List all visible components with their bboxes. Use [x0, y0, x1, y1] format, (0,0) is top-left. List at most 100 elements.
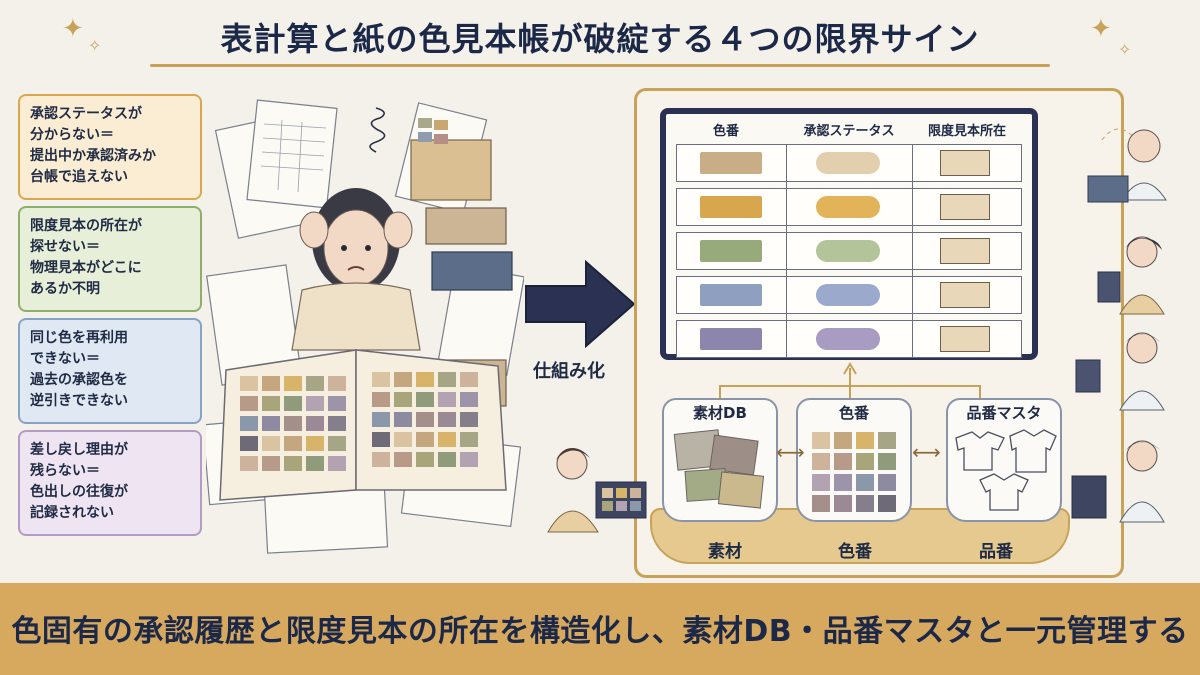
book-swatch [240, 396, 258, 411]
color-swatch [700, 284, 762, 306]
sparkle-icon: ✧ [1118, 40, 1132, 59]
storage-box-icon [940, 326, 990, 352]
book-swatch [262, 376, 280, 391]
book-swatch [394, 452, 412, 467]
arrow-label: 仕組み化 [533, 361, 605, 382]
palette-swatch [878, 495, 896, 512]
book-swatch [438, 452, 456, 467]
book-swatch [284, 436, 302, 451]
table-divider [912, 144, 913, 358]
palette-swatch [856, 474, 874, 491]
sign-text: 色出しの往復が [30, 484, 128, 500]
book-swatch [328, 436, 346, 451]
book-swatch [284, 396, 302, 411]
palette-swatch [834, 495, 852, 512]
book-swatch [328, 416, 346, 431]
storage-box-icon [940, 238, 990, 264]
fabric-swatches-icon [673, 429, 765, 509]
palette-swatch [834, 474, 852, 491]
palette-swatch [856, 495, 874, 512]
palette-swatch [856, 453, 874, 470]
bidirectional-arrow-icon: ⟷ [776, 440, 805, 464]
summary-banner [0, 583, 1200, 675]
palette-swatch [812, 495, 830, 512]
table-header-color-number: 色番 [712, 124, 739, 139]
book-swatch [372, 412, 390, 427]
sign-card-approval-status: 承認ステータスが 分からない＝ 提出中か承認済みか 台帳で追えない [18, 94, 202, 200]
palette-swatch [878, 453, 896, 470]
sign-text: 逆引きできない [30, 393, 128, 409]
sign-text: 同じ色を再利用 [30, 330, 128, 346]
book-swatch [306, 456, 324, 471]
status-pill [816, 152, 880, 174]
status-pill [816, 328, 880, 350]
book-swatch [240, 376, 258, 391]
person-laptop-icon [547, 448, 647, 533]
sign-card-sample-location: 限度見本の所在が 探せない＝ 物理見本がどこに あるか不明 [18, 206, 202, 312]
book-swatch [460, 412, 478, 427]
storage-box-icon [940, 282, 990, 308]
person-tablet-icon [1075, 332, 1165, 411]
book-swatch [240, 436, 258, 451]
book-swatch [460, 372, 478, 387]
sign-text: 提出中か承認済みか [30, 148, 156, 164]
book-swatch [262, 396, 280, 411]
db-label-product-master: 品番マスタ [966, 404, 1042, 422]
book-swatch [416, 392, 434, 407]
sign-text: 記録されない [30, 505, 114, 521]
book-swatch [240, 456, 258, 471]
status-pill [816, 196, 880, 218]
book-swatch [306, 376, 324, 391]
book-swatch [460, 452, 478, 467]
book-swatch [372, 392, 390, 407]
sparkle-icon: ✦ [1090, 14, 1112, 44]
book-swatch [262, 416, 280, 431]
book-swatch [416, 412, 434, 427]
book-swatch [394, 372, 412, 387]
platform-label-color: 色番 [838, 542, 872, 562]
sign-text: 過去の承認色を [30, 372, 128, 388]
color-palette-grid [812, 432, 896, 512]
laptop-swatch [602, 501, 613, 511]
sign-text: 物理見本がどこに [30, 260, 142, 276]
platform-label-material: 素材 [708, 542, 742, 562]
transform-arrow-icon [525, 259, 636, 349]
color-swatch [700, 328, 762, 350]
sign-text: 分からない＝ [30, 127, 114, 143]
sparkle-icon: ✧ [88, 36, 102, 55]
book-swatch [416, 452, 434, 467]
summary-banner-text: 色固有の承認履歴と限度見本の所在を構造化し、素材DB・品番マスタと一元管理する [11, 614, 1189, 649]
color-swatch [700, 196, 762, 218]
book-swatch [306, 396, 324, 411]
title-underline [150, 64, 1050, 67]
book-swatch [394, 432, 412, 447]
color-swatch [700, 240, 762, 262]
db-label-material: 素材DB [693, 404, 747, 422]
laptop-swatch [602, 488, 613, 498]
sign-text: あるか不明 [30, 281, 100, 297]
person-laptop-icon [1087, 128, 1167, 203]
book-swatch [416, 372, 434, 387]
book-swatch [328, 396, 346, 411]
sign-text: 残らない＝ [30, 463, 100, 479]
garment-icons [955, 429, 1057, 511]
book-swatch [394, 412, 412, 427]
book-swatch [460, 392, 478, 407]
book-swatch [372, 372, 390, 387]
book-swatch [328, 456, 346, 471]
book-swatch [240, 416, 258, 431]
chaos-illustration [206, 99, 524, 554]
sign-text: 限度見本の所在が [30, 218, 142, 234]
palette-swatch [812, 432, 830, 449]
storage-box-icon [940, 194, 990, 220]
color-swatch [700, 152, 762, 174]
palette-swatch [834, 453, 852, 470]
book-swatch [416, 432, 434, 447]
person-tablet-icon [1071, 440, 1165, 523]
connector-lines [719, 362, 981, 402]
book-swatch [284, 376, 302, 391]
book-swatch [284, 416, 302, 431]
storage-box-icon [940, 150, 990, 176]
table-header-sample-location: 限度見本所在 [927, 124, 1006, 139]
page-title: 表計算と紙の色見本帳が破綻する４つの限界サイン [220, 20, 980, 58]
